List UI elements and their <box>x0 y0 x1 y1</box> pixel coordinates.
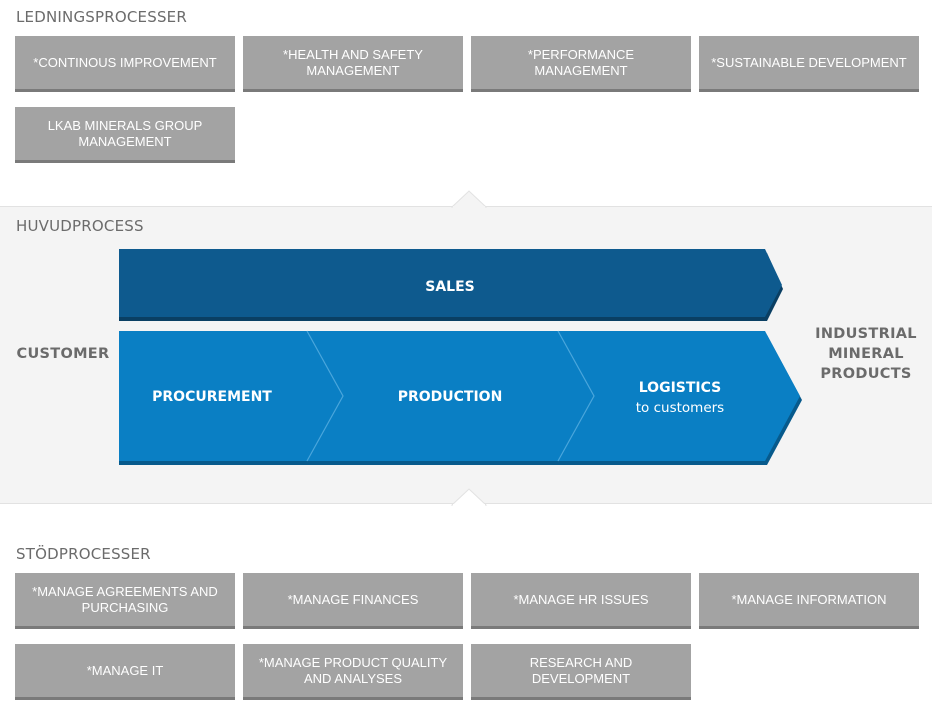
process-sustainable-development[interactable]: *SUSTAINABLE DEVELOPMENT <box>699 36 919 92</box>
process-lkab-group-management[interactable]: LKAB MINERALS GROUP MANAGEMENT <box>15 107 235 163</box>
management-section-title: LEDNINGSPROCESSER <box>16 8 187 26</box>
process-research-development[interactable]: RESEARCH AND DEVELOPMENT <box>471 644 691 700</box>
chevron-divider-1 <box>306 330 344 462</box>
main-section-title: HUVUDPROCESS <box>16 217 144 235</box>
process-manage-information[interactable]: *MANAGE INFORMATION <box>699 573 919 629</box>
band-top-notch <box>450 190 488 208</box>
output-label-line2: MINERAL <box>828 346 904 362</box>
process-manage-finances[interactable]: *MANAGE FINANCES <box>243 573 463 629</box>
logistics-sub-label: to customers <box>636 400 724 416</box>
output-label-line1: INDUSTRIAL <box>815 326 917 342</box>
procurement-label: PROCUREMENT <box>152 389 272 405</box>
flow-arrow[interactable] <box>119 331 800 461</box>
process-manage-agreements-purchasing[interactable]: *MANAGE AGREEMENTS AND PURCHASING <box>15 573 235 629</box>
output-label-line3: PRODUCTS <box>820 366 912 382</box>
band-bottom-notch <box>450 488 488 506</box>
sales-arrow[interactable] <box>119 249 782 317</box>
process-continous-improvement[interactable]: *CONTINOUS IMPROVEMENT <box>15 36 235 92</box>
process-manage-product-quality[interactable]: *MANAGE PRODUCT QUALITY AND ANALYSES <box>243 644 463 700</box>
logistics-label: LOGISTICS <box>639 380 721 396</box>
sales-label: SALES <box>425 279 475 295</box>
support-section-title: STÖDPROCESSER <box>16 545 151 563</box>
process-performance-management[interactable]: *PERFORMANCE MANAGEMENT <box>471 36 691 92</box>
production-label: PRODUCTION <box>398 389 503 405</box>
output-label: INDUSTRIAL MINERAL PRODUCTS <box>806 324 926 384</box>
chevron-divider-2 <box>557 330 595 462</box>
process-manage-it[interactable]: *MANAGE IT <box>15 644 235 700</box>
customer-label: CUSTOMER <box>16 346 110 362</box>
process-manage-hr-issues[interactable]: *MANAGE HR ISSUES <box>471 573 691 629</box>
process-health-safety-management[interactable]: *HEALTH AND SAFETY MANAGEMENT <box>243 36 463 92</box>
